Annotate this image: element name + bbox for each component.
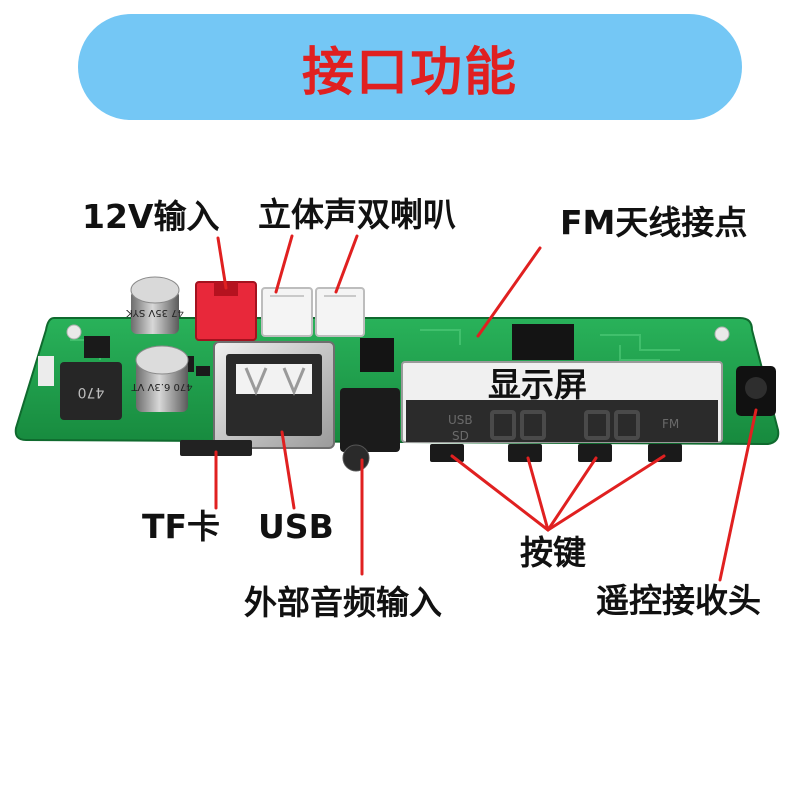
display-led-usb: USB bbox=[448, 413, 473, 427]
usb-port-spring bbox=[244, 367, 268, 396]
inductor-marking: 470 bbox=[78, 384, 105, 400]
inductor bbox=[60, 362, 122, 420]
page-title: 接口功能 bbox=[301, 42, 518, 103]
display-led-sd: SD bbox=[452, 429, 469, 443]
audio-jack-hole bbox=[342, 444, 370, 472]
capacitor-47uf-top bbox=[130, 276, 180, 304]
label-ir-receiver: 遥控接收头 bbox=[596, 581, 761, 620]
speaker-connector-right bbox=[315, 287, 365, 337]
smd-part bbox=[196, 366, 210, 376]
amp-chip bbox=[360, 338, 394, 372]
capacitor-47uf-marking: 47 35V SYK bbox=[126, 307, 184, 318]
smd-part bbox=[38, 356, 54, 386]
speaker-connector-left bbox=[261, 287, 313, 337]
usb-port-spring bbox=[282, 367, 306, 396]
display-led-fm: FM bbox=[662, 417, 679, 431]
pointer-lines bbox=[214, 234, 758, 582]
tf-card-slot bbox=[180, 440, 252, 456]
label-fm-antenna: FM天线接点 bbox=[560, 203, 748, 242]
mounting-hole bbox=[714, 326, 730, 342]
display-window bbox=[406, 400, 718, 442]
label-tf-card: TF卡 bbox=[142, 507, 221, 546]
label-buttons: 按键 bbox=[520, 533, 586, 572]
display-digits bbox=[490, 410, 640, 440]
title-banner: 接口功能 bbox=[78, 14, 742, 120]
display-driver-chip bbox=[512, 324, 574, 360]
label-12v-input: 12V输入 bbox=[82, 197, 220, 236]
label-stereo-speakers: 立体声双喇叭 bbox=[258, 195, 456, 234]
label-aux-input: 外部音频输入 bbox=[244, 583, 442, 622]
capacitor-470uf-top bbox=[135, 345, 189, 375]
ir-receiver-lens bbox=[745, 377, 767, 399]
label-display: 显示屏 bbox=[488, 365, 587, 404]
audio-jack bbox=[340, 388, 400, 452]
tactile-buttons bbox=[430, 444, 682, 462]
mounting-hole bbox=[66, 324, 82, 340]
label-usb: USB bbox=[258, 507, 334, 546]
capacitor-470uf bbox=[136, 360, 188, 412]
capacitor-470uf-marking: 470 6.3V VT bbox=[131, 381, 193, 392]
smd-chip bbox=[84, 336, 110, 358]
